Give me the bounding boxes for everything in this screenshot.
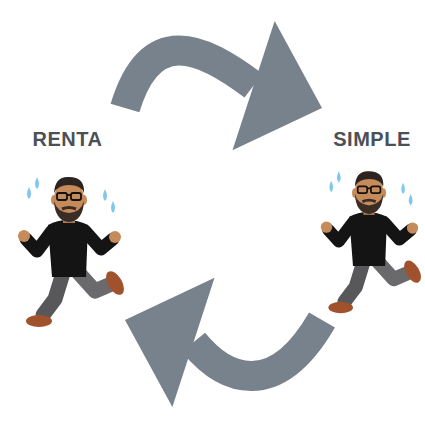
label-node: RENTA xyxy=(10,108,125,320)
arrow-shaft xyxy=(193,320,322,376)
runner-figure xyxy=(318,160,422,316)
label-node: SIMPLE xyxy=(322,108,422,320)
arrow-head xyxy=(125,278,215,407)
node-label: RENTA xyxy=(10,108,125,151)
runner-figure xyxy=(15,165,125,330)
arrow-head xyxy=(232,21,322,150)
node-label: SIMPLE xyxy=(322,108,422,151)
cycle-arrow xyxy=(125,21,322,150)
cycle-arrow xyxy=(125,278,322,407)
arrow-shaft xyxy=(125,50,254,108)
